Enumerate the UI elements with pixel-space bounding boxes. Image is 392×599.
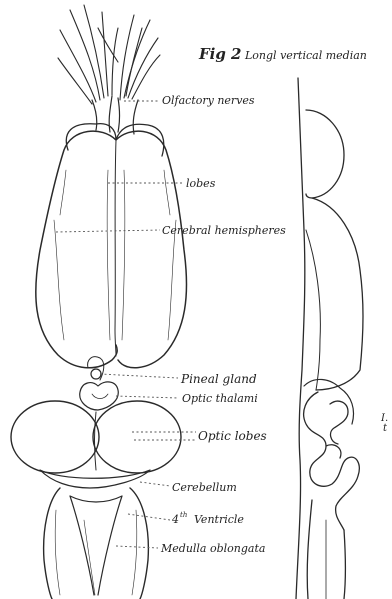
optic-lobe-right [93, 401, 181, 473]
label-fourth-ventricle-number: 4 [171, 513, 179, 526]
section-dorsal-line [296, 78, 305, 599]
olfactory-trunk [92, 96, 138, 134]
label-olfactory-nerves: Olfactory nerves [162, 94, 255, 107]
label-optic-thalami: Optic thalami [182, 392, 258, 405]
label-fourth-ventricle-text: Ventricle [194, 513, 244, 526]
section-olfactory-lobe [306, 110, 344, 198]
medulla-shading [55, 510, 137, 595]
label-cut-2: t [383, 423, 388, 434]
label-fourth-ventricle-sup: th [180, 511, 187, 519]
section-convoluted-structures [304, 392, 360, 530]
median-section-figure [296, 78, 363, 599]
label-cerebral-hemispheres: Cerebral hemispheres [162, 224, 286, 237]
label-cerebellum: Cerebellum [172, 481, 237, 494]
figure-title: Fig 2 Longl vertical median [198, 45, 367, 63]
thalamus-fold [92, 394, 108, 399]
figure-caption: Longl vertical median [244, 49, 367, 62]
figure-number: Fig 2 [198, 45, 242, 63]
section-front-curve [306, 230, 320, 390]
label-optic-lobes: Optic lobes [198, 429, 267, 443]
fourth-ventricle [70, 496, 122, 595]
cerebral-hemispheres [36, 131, 187, 368]
label-fourth-ventricle: 4 th Ventricle [171, 511, 244, 526]
optic-lobe-junction [95, 412, 97, 470]
optic-lobe-left [11, 401, 99, 473]
hemisphere-midline [115, 140, 116, 356]
medulla-oblongata [44, 488, 149, 599]
optic-thalami [80, 382, 119, 410]
label-lobes: lobes [186, 177, 216, 190]
pineal-gland [91, 369, 101, 379]
label-pineal-gland: Pineal gland [180, 372, 257, 386]
olfactory-nerve-fibres [58, 5, 160, 104]
dorsal-brain-figure [11, 5, 187, 599]
label-medulla-oblongata: Medulla oblongata [160, 542, 265, 555]
